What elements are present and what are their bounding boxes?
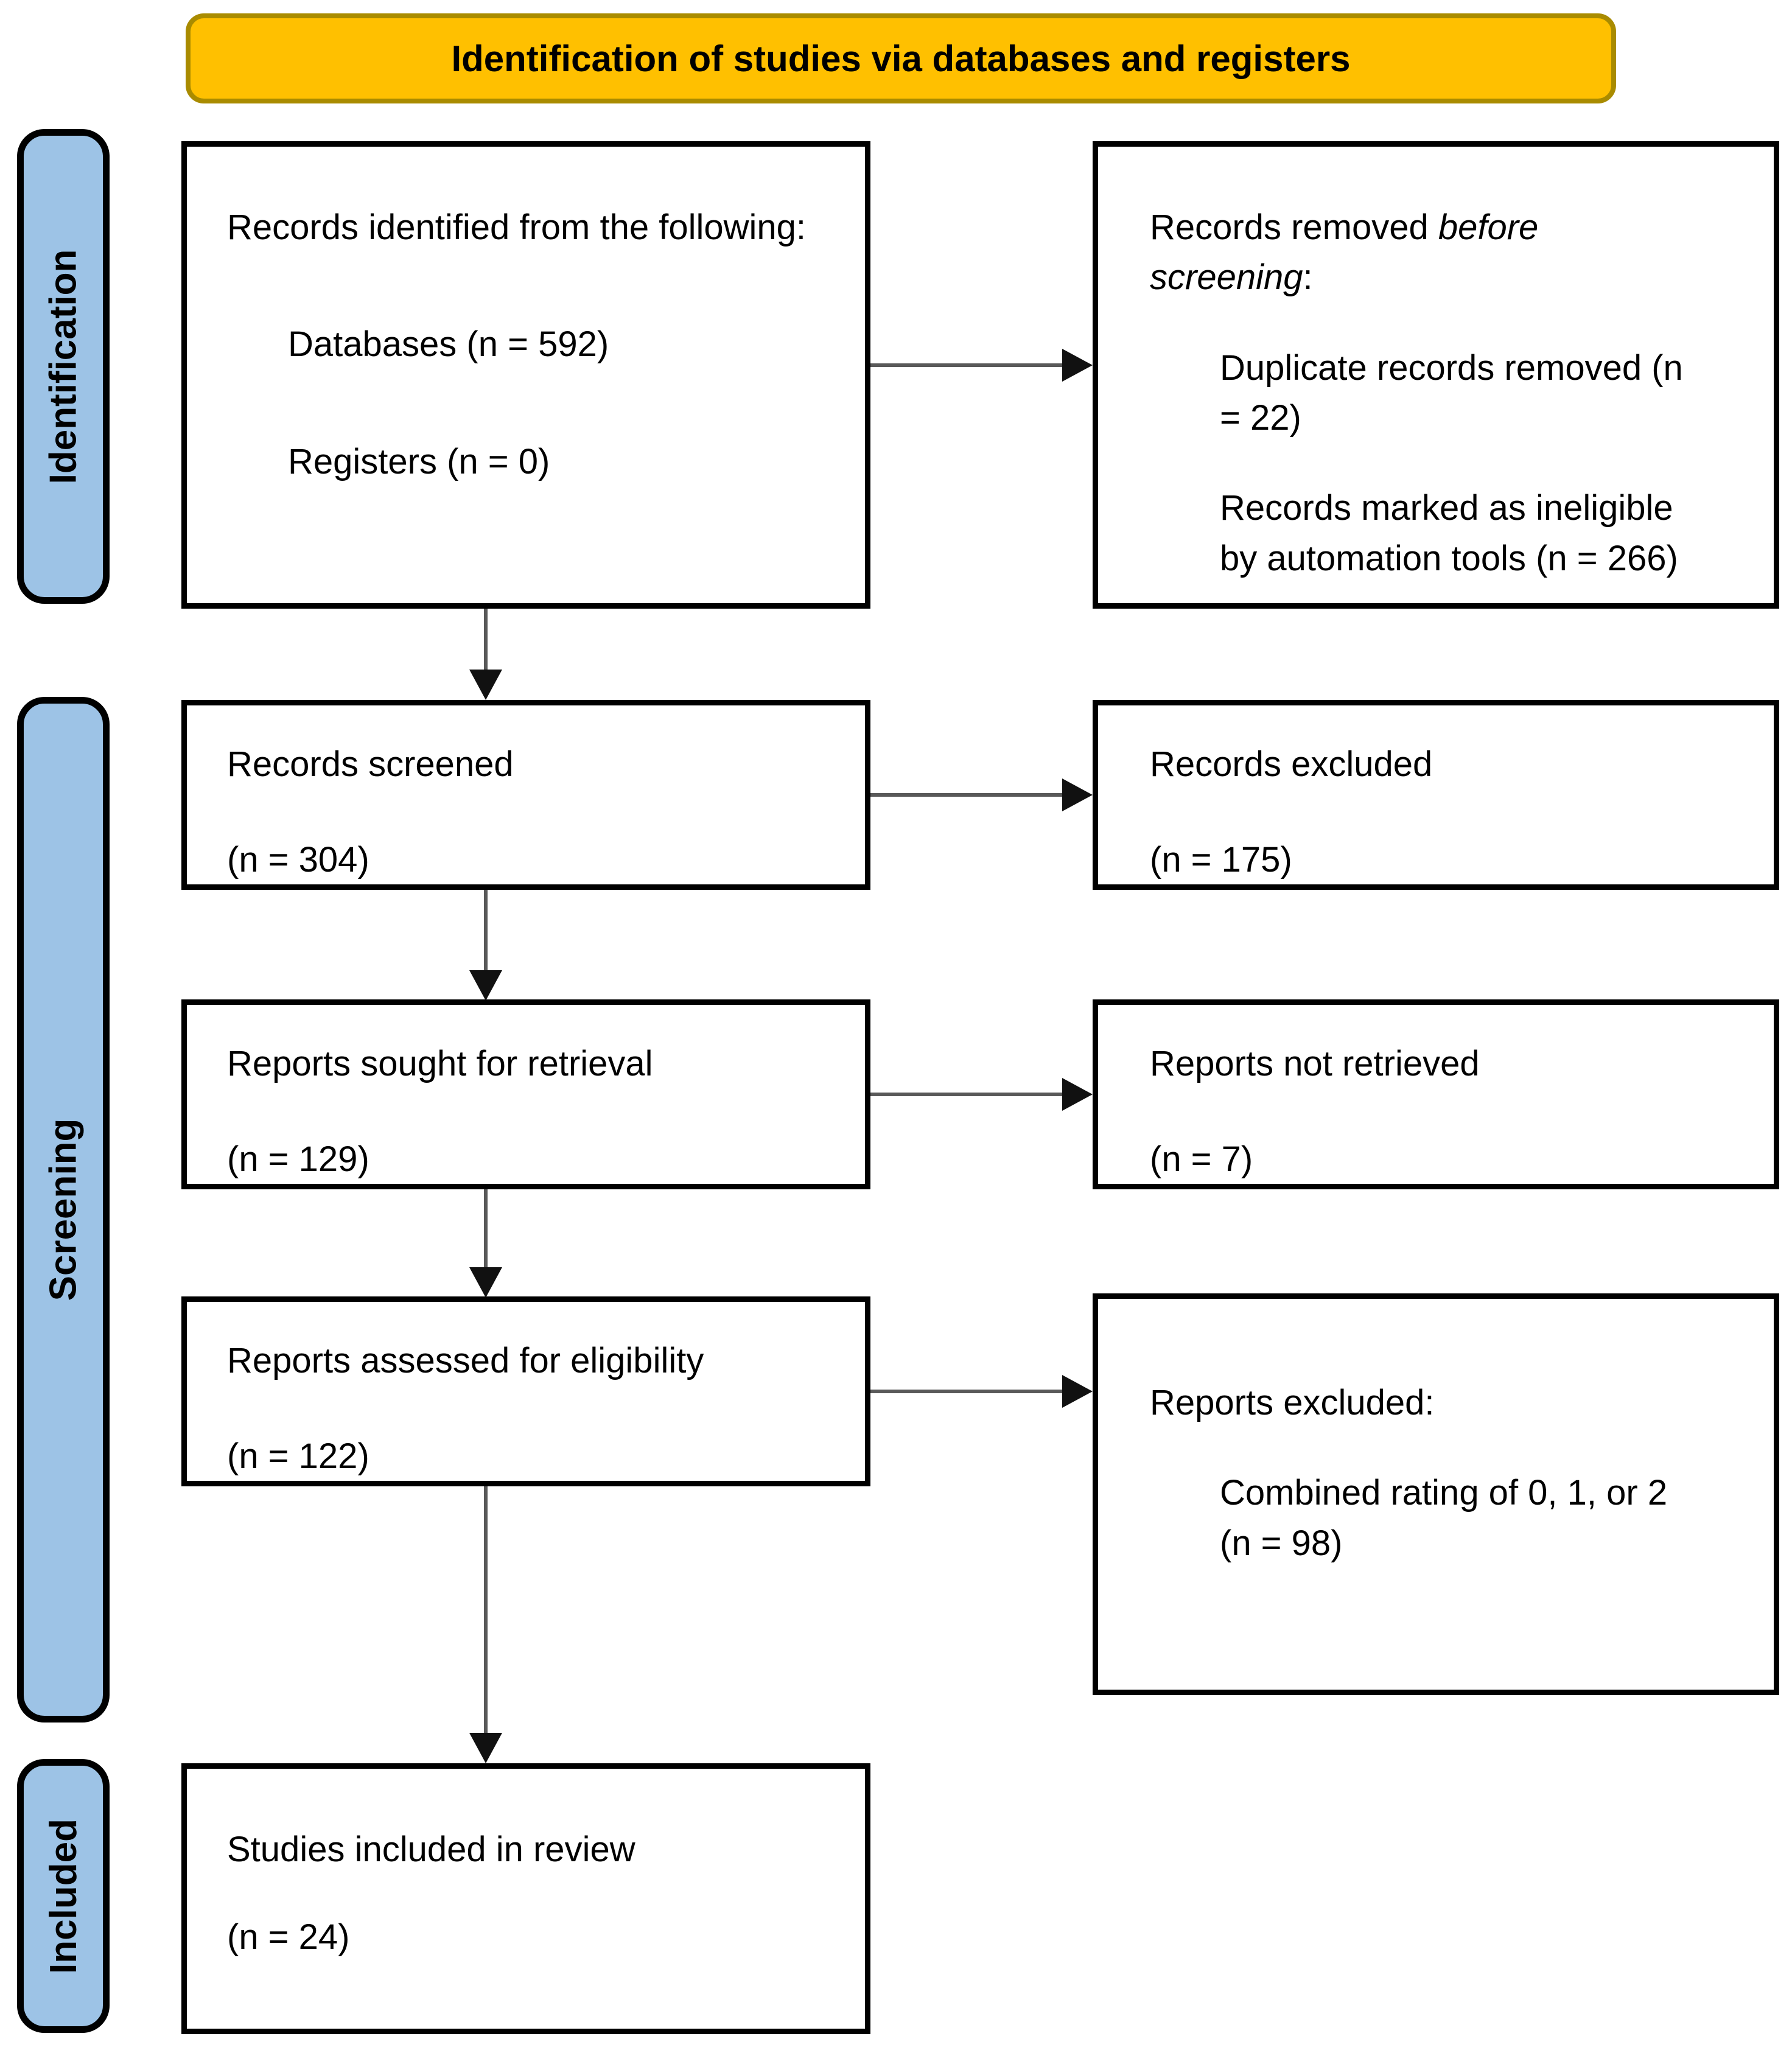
- arrow-sought-to-notretrieved-line: [870, 1093, 1065, 1096]
- box-reports-sought-title: Reports sought for retrieval: [227, 1044, 653, 1083]
- box-records-removed: Records removed before screening: Duplic…: [1093, 141, 1779, 609]
- box-records-identified-title: Records identified from the following:: [227, 208, 807, 247]
- box-reports-not-retrieved-count: (n = 7): [1150, 1139, 1253, 1180]
- box-records-screened: Records screened (n = 304): [181, 700, 870, 890]
- arrow-identified-to-removed-head-icon: [1062, 349, 1093, 382]
- box-records-removed-item-automation: Records marked as ineligible by automati…: [1220, 488, 1678, 578]
- box-reports-not-retrieved: Reports not retrieved (n = 7): [1093, 999, 1779, 1189]
- box-records-excluded-title: Records excluded: [1150, 744, 1433, 784]
- box-records-removed-item-duplicates: Duplicate records removed (n = 22): [1220, 348, 1683, 438]
- sidebar-screening-label: Screening: [42, 1118, 85, 1301]
- box-records-identified-item-registers: Registers (n = 0): [288, 441, 550, 481]
- box-reports-assessed: Reports assessed for eligibility (n = 12…: [181, 1296, 870, 1486]
- box-reports-excluded: Reports excluded: Combined rating of 0, …: [1093, 1293, 1779, 1695]
- box-reports-sought: Reports sought for retrieval (n = 129): [181, 999, 870, 1189]
- box-records-removed-title: Records removed before screening:: [1150, 203, 1576, 303]
- box-reports-assessed-count: (n = 122): [227, 1436, 369, 1477]
- box-records-removed-title-suffix: :: [1303, 257, 1313, 298]
- box-studies-included-count: (n = 24): [227, 1917, 350, 1957]
- arrow-screened-to-excluded-line: [870, 793, 1065, 797]
- box-records-removed-title-prefix: Records removed: [1150, 208, 1438, 247]
- box-records-excluded: Records excluded (n = 175): [1093, 700, 1779, 890]
- sidebar-identification: Identification: [17, 129, 110, 604]
- arrow-sought-to-notretrieved-head-icon: [1062, 1078, 1093, 1111]
- arrow-sought-to-assessed-head-icon: [469, 1267, 502, 1298]
- box-reports-not-retrieved-title: Reports not retrieved: [1150, 1044, 1480, 1083]
- box-records-identified-item-databases: Databases (n = 592): [288, 324, 609, 365]
- sidebar-screening: Screening: [17, 697, 110, 1722]
- sidebar-identification-label: Identification: [42, 249, 85, 484]
- arrow-screened-to-excluded-head-icon: [1062, 778, 1093, 811]
- box-reports-excluded-title: Reports excluded:: [1150, 1383, 1435, 1422]
- box-records-screened-title: Records screened: [227, 744, 514, 784]
- arrow-assessed-to-reportsexcluded-head-icon: [1062, 1375, 1093, 1408]
- arrow-sought-to-assessed-line: [484, 1189, 488, 1268]
- box-reports-sought-count: (n = 129): [227, 1139, 369, 1180]
- box-records-identified: Records identified from the following: D…: [181, 141, 870, 609]
- arrow-identified-to-removed-line: [870, 363, 1065, 367]
- arrow-assessed-to-included-line: [484, 1486, 488, 1734]
- banner: Identification of studies via databases …: [186, 13, 1616, 103]
- sidebar-included: Included: [17, 1759, 110, 2033]
- box-studies-included: Studies included in review (n = 24): [181, 1763, 870, 2034]
- box-reports-excluded-item-rating: Combined rating of 0, 1, or 2 (n = 98): [1220, 1473, 1668, 1563]
- arrow-assessed-to-included-head-icon: [469, 1733, 502, 1763]
- arrow-identified-to-screened-head-icon: [469, 670, 502, 700]
- box-reports-assessed-title: Reports assessed for eligibility: [227, 1341, 704, 1380]
- arrow-identified-to-screened-line: [484, 609, 488, 671]
- arrow-screened-to-sought-head-icon: [469, 970, 502, 1001]
- arrow-assessed-to-reportsexcluded-line: [870, 1390, 1065, 1393]
- box-records-excluded-count: (n = 175): [1150, 840, 1292, 880]
- box-records-screened-count: (n = 304): [227, 840, 369, 880]
- arrow-screened-to-sought-line: [484, 890, 488, 971]
- box-records-removed-title-italic: before screening: [1150, 208, 1539, 298]
- sidebar-included-label: Included: [42, 1818, 85, 1974]
- box-studies-included-title: Studies included in review: [227, 1830, 635, 1869]
- banner-title: Identification of studies via databases …: [451, 38, 1351, 79]
